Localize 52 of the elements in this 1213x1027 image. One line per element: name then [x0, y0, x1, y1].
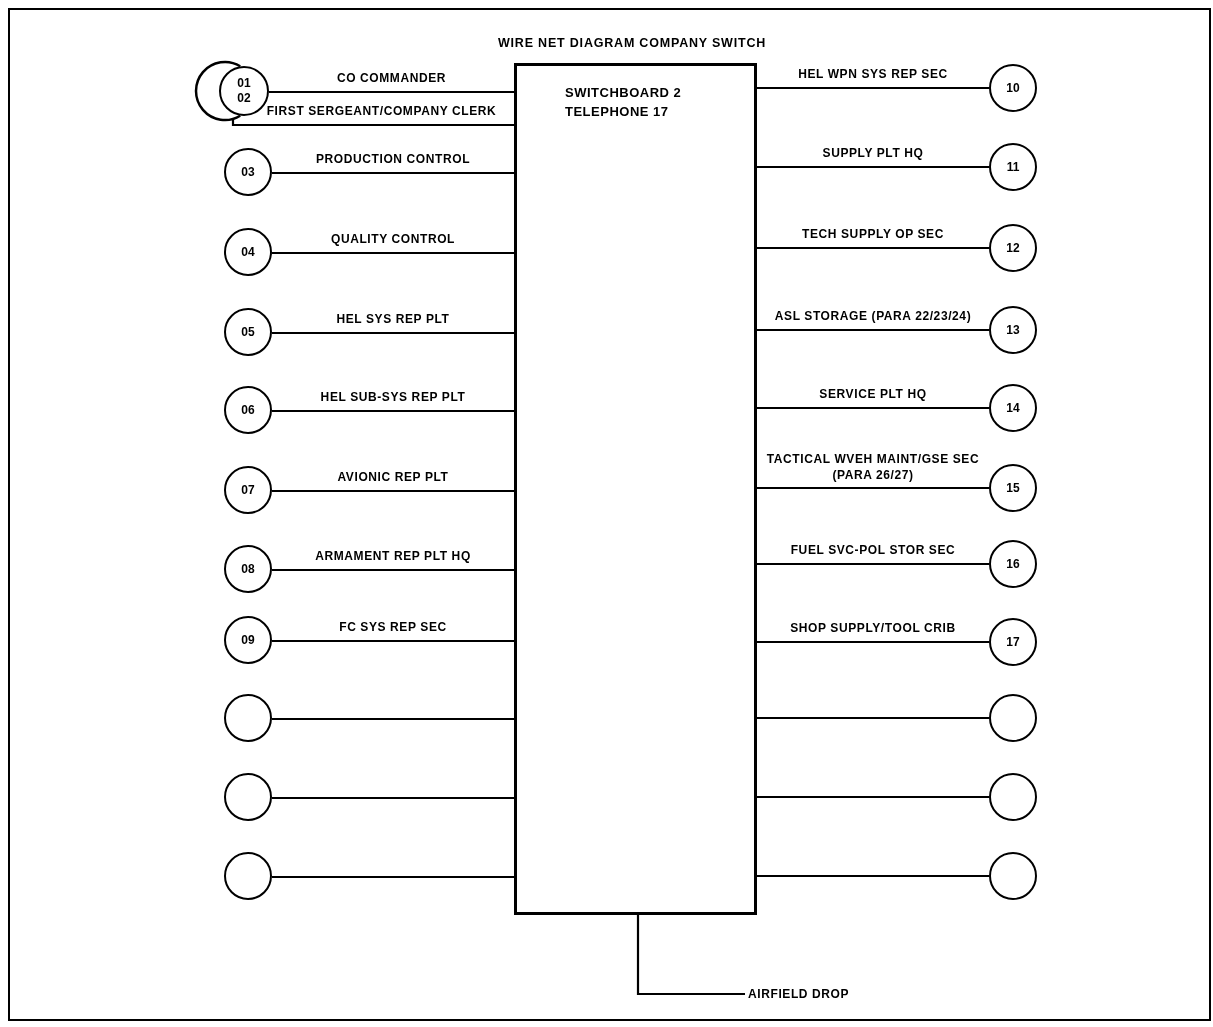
wire-line — [757, 874, 989, 878]
numbered-circle: 05 — [224, 308, 272, 356]
wire-line — [757, 328, 989, 332]
numbered-circle: 10 — [989, 64, 1037, 112]
numbered-circle: 08 — [224, 545, 272, 593]
wire-line — [269, 90, 514, 94]
wire-line — [272, 171, 514, 175]
empty-circle — [989, 773, 1037, 821]
wire-line — [272, 639, 514, 643]
edge-label: ARMAMENT REP PLT HQ — [313, 549, 473, 565]
wire-line — [272, 489, 514, 493]
wire-line — [757, 406, 989, 410]
numbered-circle: 06 — [224, 386, 272, 434]
numbered-circle: 11 — [989, 143, 1037, 191]
diagram-title: WIRE NET DIAGRAM COMPANY SWITCH — [498, 36, 767, 50]
empty-circle — [224, 694, 272, 742]
wire-line — [757, 246, 989, 250]
wire-line — [757, 165, 989, 169]
wire-line — [636, 915, 745, 996]
wire-line — [272, 875, 514, 879]
wire-line — [272, 568, 514, 572]
empty-circle — [224, 852, 272, 900]
numbered-circle: 04 — [224, 228, 272, 276]
wire-line — [757, 640, 989, 644]
numbered-circle: 14 — [989, 384, 1037, 432]
numbered-circle: 17 — [989, 618, 1037, 666]
wire-line — [272, 409, 514, 413]
numbered-circle: 13 — [989, 306, 1037, 354]
numbered-circle: 12 — [989, 224, 1037, 272]
text-label: AIRFIELD DROP — [748, 985, 858, 1003]
wire-line — [272, 717, 514, 721]
wire-line — [272, 796, 514, 800]
wire-line — [757, 716, 989, 720]
wire-line — [757, 562, 989, 566]
wire-line — [757, 486, 989, 490]
numbered-circle: 16 — [989, 540, 1037, 588]
numbered-circle: 09 — [224, 616, 272, 664]
numbered-circle: 03 — [224, 148, 272, 196]
wire-line — [757, 795, 989, 799]
empty-circle — [224, 773, 272, 821]
edge-label: ASL STORAGE (PARA 22/23/24) — [772, 309, 974, 325]
wire-line — [231, 118, 514, 127]
numbered-circle: 15 — [989, 464, 1037, 512]
wire-line — [272, 331, 514, 335]
switchboard-box: SWITCHBOARD 2 TELEPHONE 17 — [514, 63, 757, 915]
numbered-circle: 07 — [224, 466, 272, 514]
empty-circle — [989, 852, 1037, 900]
wire-line — [272, 251, 514, 255]
edge-label: SUPPLY PLT HQ — [820, 146, 926, 162]
empty-circle — [989, 694, 1037, 742]
edge-label: SERVICE PLT HQ — [817, 387, 929, 403]
wire-line — [757, 86, 989, 90]
